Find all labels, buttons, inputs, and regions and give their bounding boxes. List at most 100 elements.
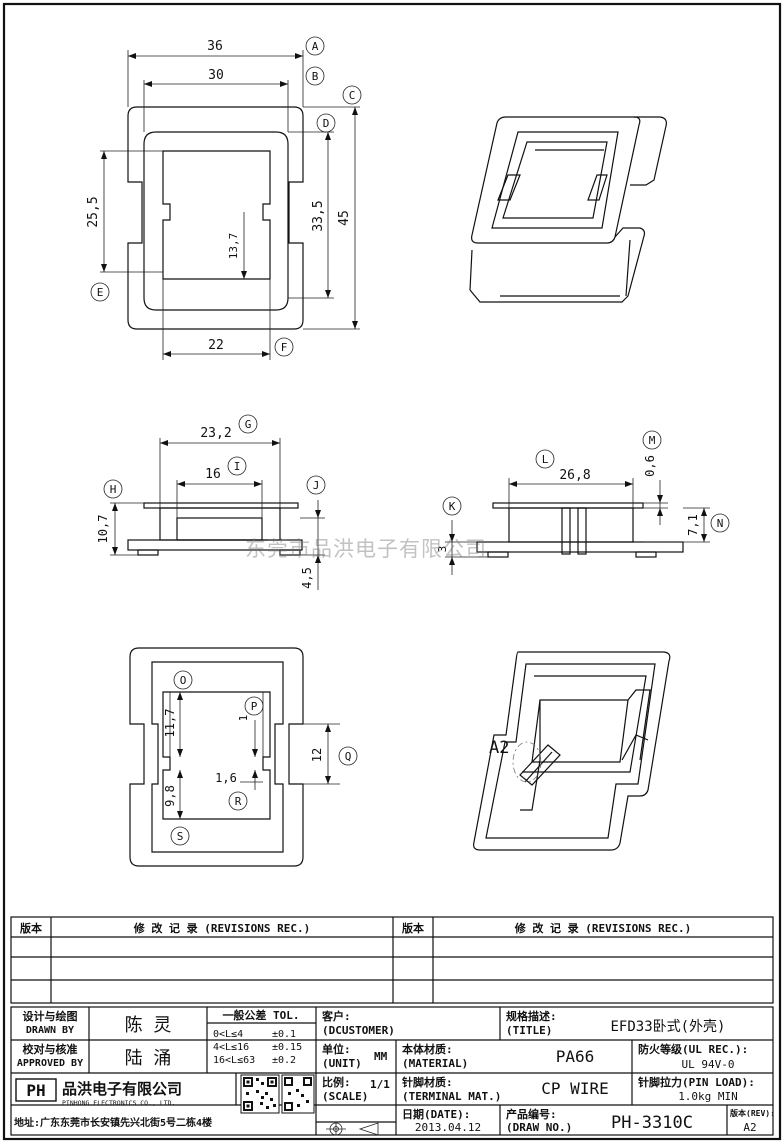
scale-label-cn: 比例: — [322, 1075, 351, 1089]
end-view: 26,8 0,6 7,1 3 L M N K — [436, 430, 730, 575]
company-address: 地址:广东东莞市长安镇先兴北街5号二栋4楼 — [14, 1116, 212, 1129]
marker-q: Q — [345, 750, 352, 763]
bottom-view: 11,7 9,8 1 1,6 12 O P Q R S — [129, 647, 358, 867]
revision-table: 版本 修 改 记 录 (REVISIONS REC.) 版本 修 改 记 录 (… — [10, 916, 774, 1004]
scale-value: 1/1 — [370, 1078, 390, 1091]
dim-9-8: 9,8 — [163, 785, 177, 807]
title-label-cn: 规格描述: — [506, 1009, 557, 1023]
scale-label-en: (SCALE) — [322, 1090, 368, 1103]
dim-12: 12 — [310, 748, 324, 762]
dim-22: 22 — [208, 338, 224, 353]
designer-label-en: DRAWN BY — [26, 1025, 74, 1036]
rev-ver-header-left: 版本 — [20, 921, 42, 935]
tol-value-3: ±0.2 — [272, 1055, 296, 1066]
dim-0-6: 0,6 — [643, 455, 657, 477]
dim-33-5: 33,5 — [311, 200, 326, 231]
pinload-label: 针脚拉力(PIN LOAD): — [638, 1075, 755, 1089]
company-name-en: PINHONG ELECTRONICS CO., LTD. — [62, 1099, 176, 1107]
customer-label-en: (DCUSTOMER) — [322, 1024, 395, 1037]
marker-e: E — [97, 286, 104, 299]
qr-code-left — [240, 1074, 280, 1114]
rev-rec-header-left: 修 改 记 录 (REVISIONS REC.) — [133, 921, 310, 935]
drawno-label-en: (DRAW NO.) — [506, 1121, 572, 1134]
tol-range-3: 16<L≤63 — [213, 1055, 255, 1066]
title-value: EFD33卧式(外壳) — [610, 1018, 725, 1035]
marker-i: I — [234, 460, 241, 473]
dim-26-8: 26,8 — [559, 468, 590, 483]
pinload-value: 1.0kg MIN — [678, 1090, 738, 1103]
marker-d: D — [323, 117, 330, 130]
marker-k: K — [449, 500, 456, 513]
marker-j: J — [313, 479, 320, 492]
dim-23-2: 23,2 — [200, 426, 231, 441]
rev-ver-header-right: 版本 — [402, 921, 424, 935]
customer-label-cn: 客户: — [321, 1009, 351, 1023]
tolerance-title: 一般公差 TOL. — [222, 1008, 299, 1022]
marker-o: O — [180, 674, 187, 687]
dim-45: 45 — [337, 210, 352, 226]
marker-s: S — [177, 830, 184, 843]
marker-l: L — [542, 453, 549, 466]
tol-value-2: ±0.15 — [272, 1042, 302, 1053]
qr-code-right — [281, 1074, 315, 1114]
dim-36: 36 — [207, 39, 223, 54]
designer-name: 陈 灵 — [125, 1015, 172, 1036]
drawno-value: PH-3310C — [611, 1113, 693, 1133]
dim-13-7: 13,7 — [227, 233, 240, 260]
material-label-cn: 本体材质: — [402, 1042, 453, 1056]
company-logo-text: PH — [26, 1081, 45, 1100]
unit-value: MM — [374, 1050, 388, 1063]
unit-label-cn: 单位: — [322, 1042, 351, 1056]
terminal-label-en: (TERMINAL MAT.) — [402, 1090, 501, 1103]
dim-1-6: 1,6 — [215, 771, 237, 785]
isometric-view-bottom: A2 — [473, 651, 671, 851]
marker-n: N — [717, 517, 724, 530]
marker-p: P — [251, 700, 258, 713]
terminal-value: CP WIRE — [541, 1079, 608, 1098]
approver-name: 陆 涌 — [125, 1048, 172, 1069]
dim-7-1: 7,1 — [686, 514, 700, 536]
unit-label-en: (UNIT) — [322, 1057, 362, 1070]
approver-label-cn: 校对与核准 — [23, 1042, 78, 1056]
marker-b: B — [312, 70, 319, 83]
dim-3: 3 — [436, 546, 449, 553]
approver-label-en: APPROVED BY — [17, 1058, 83, 1069]
dim-1: 1 — [237, 715, 250, 722]
marker-m: M — [649, 434, 656, 447]
rev-value: A2 — [743, 1121, 756, 1134]
drawno-label-cn: 产品编号: — [506, 1107, 557, 1121]
dim-30: 30 — [208, 68, 224, 83]
company-name-cn: 品洪电子有限公司 — [62, 1080, 182, 1098]
marker-r: R — [235, 795, 242, 808]
title-block: 设计与绘图 DRAWN BY 陈 灵 校对与核准 APPROVED BY 陆 涌… — [10, 1006, 775, 1136]
side-view: 23,2 16 10,7 4,5 G I H J — [96, 414, 326, 590]
projection-symbol — [326, 1122, 379, 1136]
ul-value: UL 94V-0 — [682, 1058, 735, 1071]
marker-h: H — [110, 483, 117, 496]
ul-label: 防火等级(UL REC.): — [638, 1042, 748, 1056]
terminal-label-cn: 针脚材质: — [402, 1075, 453, 1089]
date-value: 2013.04.12 — [415, 1121, 481, 1134]
iso-detail-label: A2 — [489, 738, 509, 758]
date-label: 日期(DATE): — [402, 1107, 470, 1121]
tol-range-1: 0<L≤4 — [213, 1029, 243, 1040]
dim-11-7: 11,7 — [163, 709, 177, 738]
dim-16: 16 — [205, 467, 221, 482]
rev-label: 版本(REV): — [729, 1108, 775, 1118]
rev-rec-header-right: 修 改 记 录 (REVISIONS REC.) — [514, 921, 691, 935]
marker-a: A — [312, 40, 319, 53]
material-label-en: (MATERIAL) — [402, 1057, 468, 1070]
marker-f: F — [281, 341, 288, 354]
material-value: PA66 — [556, 1047, 595, 1066]
dim-4-5: 4,5 — [300, 567, 314, 589]
dim-10-7: 10,7 — [96, 515, 110, 544]
isometric-view-top — [469, 116, 667, 303]
watermark-text: 东莞市品洪电子有限公司 — [245, 537, 487, 561]
dim-25-5: 25,5 — [86, 196, 101, 227]
tol-value-1: ±0.1 — [272, 1029, 296, 1040]
company-logo-box — [15, 1078, 57, 1102]
designer-label-cn: 设计与绘图 — [23, 1009, 78, 1023]
marker-c: C — [349, 89, 356, 102]
